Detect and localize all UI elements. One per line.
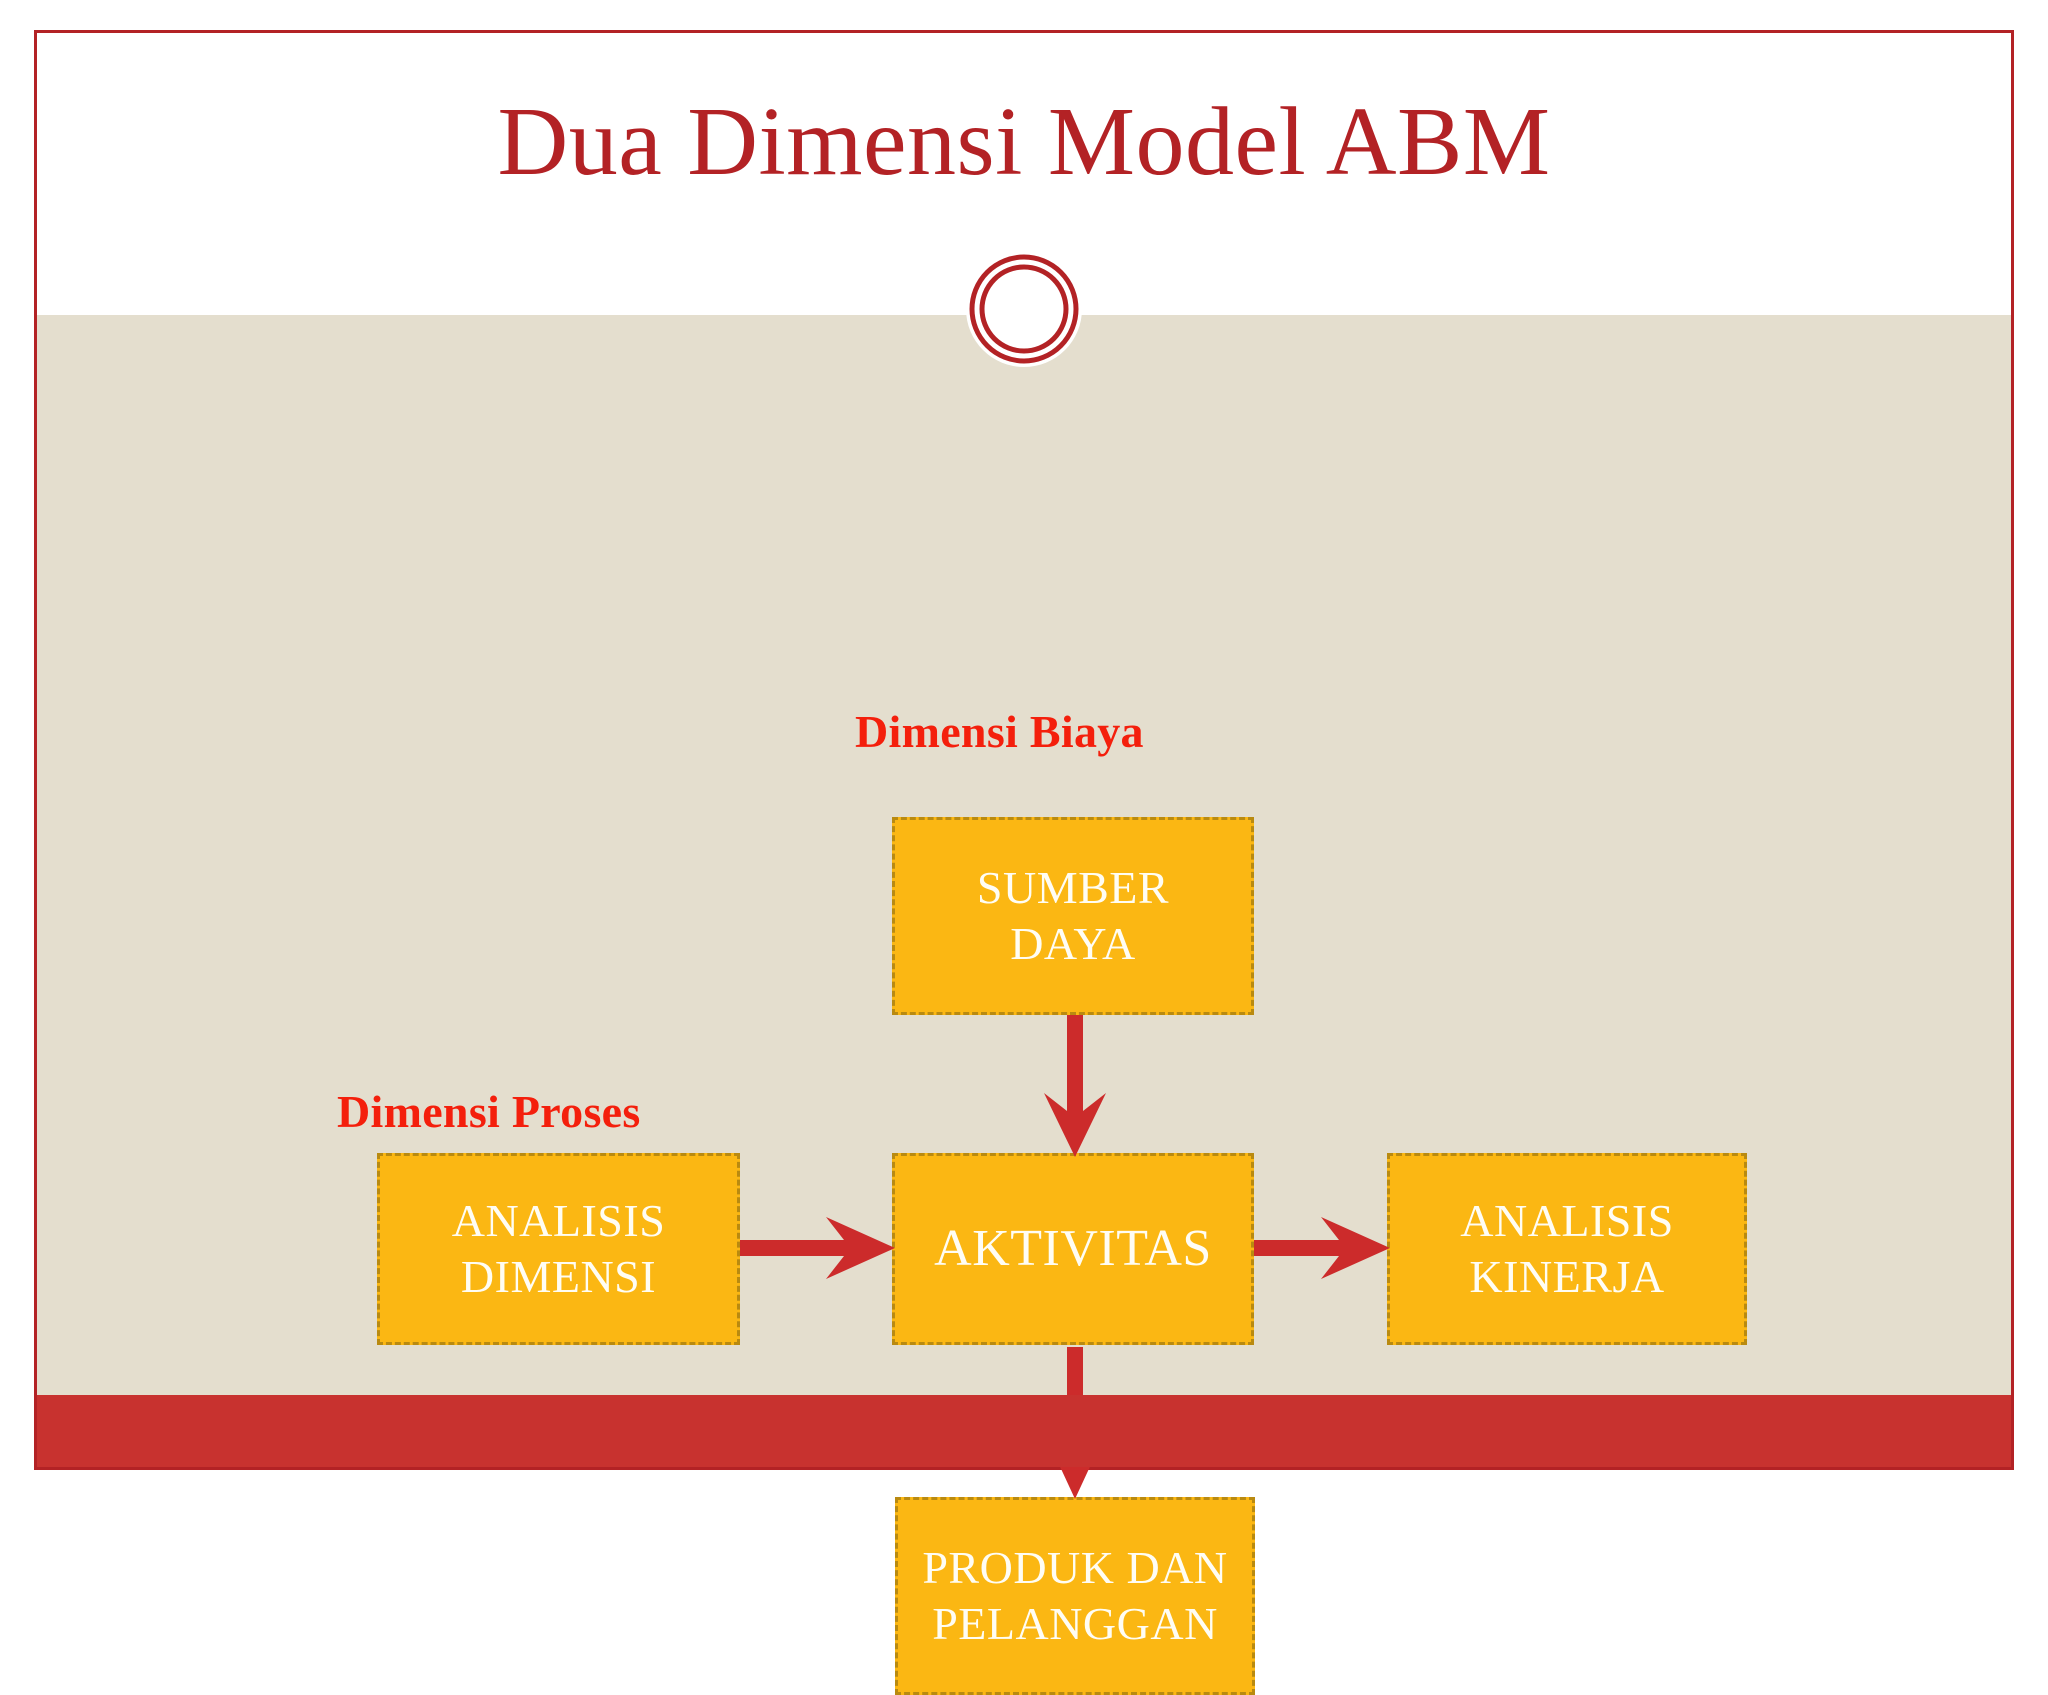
node-sumber-daya-label: SUMBER DAYA — [976, 861, 1170, 969]
node-produk-dan-pelanggan[interactable]: PRODUK DAN PELANGGAN — [895, 1497, 1255, 1695]
arrow-down-icon-sumber-to-aktivitas — [1040, 1015, 1110, 1157]
node-analisis-dimensi[interactable]: ANALISIS DIMENSI — [377, 1153, 740, 1345]
node-produk-dan-pelanggan-label: PRODUK DAN PELANGGAN — [922, 1541, 1228, 1649]
node-analisis-dimensi-label: ANALISIS DIMENSI — [451, 1194, 666, 1302]
node-analisis-kinerja-label: ANALISIS KINERJA — [1460, 1194, 1674, 1302]
footer-accent-bar — [37, 1395, 2011, 1467]
label-dimensi-proses: Dimensi Proses — [337, 1086, 641, 1137]
node-sumber-daya[interactable]: SUMBER DAYA — [892, 817, 1254, 1015]
label-dimensi-biaya: Dimensi Biaya — [855, 706, 1144, 757]
double-ring-circle-icon — [963, 248, 1085, 370]
page-title: Dua Dimensi Model ABM — [497, 88, 1551, 196]
arrow-right-icon-dimensi-to-aktivitas — [740, 1213, 895, 1283]
slide-frame: Dua Dimensi Model ABM Dimensi Biaya Dime… — [34, 30, 2014, 1695]
arrow-right-icon-aktivitas-to-kinerja — [1254, 1213, 1390, 1283]
node-aktivitas[interactable]: AKTIVITAS — [892, 1153, 1254, 1345]
abm-model-diagram: Dimensi Biaya Dimensi Proses SUMBER DAYA… — [37, 315, 2011, 1695]
node-aktivitas-label: AKTIVITAS — [934, 1220, 1212, 1278]
node-analisis-kinerja[interactable]: ANALISIS KINERJA — [1387, 1153, 1747, 1345]
